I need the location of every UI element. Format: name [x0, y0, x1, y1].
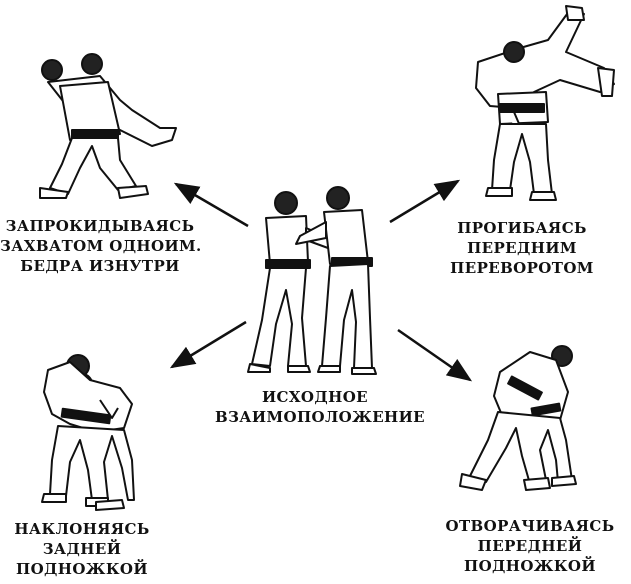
caption-top-left: ЗАПРОКИДЫВАЯСЬ ЗАХВАТОМ ОДНОИМ. БЕДРА ИЗ… [0, 216, 202, 276]
caption-top-right: ПРОГИБАЯСЬ ПЕРЕДНИМ ПЕРЕВОРОТОМ [442, 218, 602, 278]
caption-line: ИСХОДНОЕ [261, 388, 369, 406]
caption-bottom-left: НАКЛОНЯЯСЬ ЗАДНЕЙ ПОДНОЖКОЙ [2, 519, 162, 579]
top-left-illustration [39, 53, 177, 199]
caption-line: НАКЛОНЯЯСЬ [14, 520, 150, 538]
caption-line: ПОДНОЖКОЙ [16, 560, 148, 578]
caption-line: ЗАХВАТОМ ОДНОИМ. [0, 237, 202, 255]
arrow-to-bottom-right [397, 328, 473, 382]
arrow-to-top-left [173, 182, 249, 228]
bottom-right-illustration [459, 345, 577, 491]
caption-line: ВЗАИМОПОЛОЖЕНИЕ [215, 408, 426, 426]
caption-line: ПЕРЕВОРОТОМ [450, 259, 594, 277]
arrow-to-bottom-left [169, 320, 247, 369]
caption-line: ПОДНОЖКОЙ [464, 557, 596, 575]
caption-line: БЕДРА ИЗНУТРИ [20, 257, 180, 275]
caption-line: ЗАПРОКИДЫВАЯСЬ [5, 217, 195, 235]
caption-line: ЗАДНЕЙ [42, 540, 122, 558]
caption-line: ОТВОРАЧИВАЯСЬ [445, 517, 615, 535]
top-right-illustration [475, 5, 615, 201]
caption-line: ПЕРЕДНИМ [467, 239, 577, 257]
bottom-left-illustration [41, 354, 135, 511]
arrow-to-top-right [389, 179, 461, 224]
caption-bottom-right: ОТВОРАЧИВАЯСЬ ПЕРЕДНЕЙ ПОДНОЖКОЙ [440, 516, 620, 576]
caption-starting-position: ИСХОДНОЕ ВЗАИМОПОЛОЖЕНИЕ [215, 387, 426, 427]
caption-line: ПРОГИБАЯСЬ [457, 219, 587, 237]
caption-line: ПЕРЕДНЕЙ [477, 537, 583, 555]
center-illustration [247, 186, 377, 375]
